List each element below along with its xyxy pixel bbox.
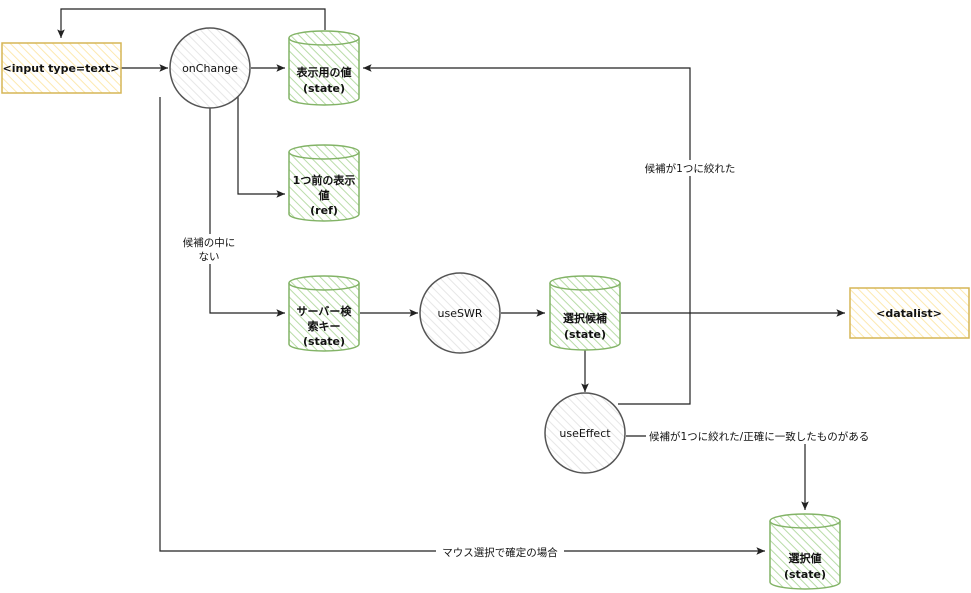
- display-value-node-line1: 表示用の値: [296, 65, 352, 79]
- edge-label-narrowed-or-exact: 候補が1つに絞れた/正確に一致したものがある: [646, 428, 882, 444]
- display-value-node: 表示用の値 (state): [288, 30, 360, 106]
- search-key-node-line1: サーバー検: [297, 304, 353, 318]
- prev-value-node-line2: 値: [318, 188, 330, 202]
- useeffect-node-label: useEffect: [559, 427, 611, 440]
- edge-label-not-in-candidates-line1: 候補の中に: [183, 236, 236, 249]
- input-text-node-label: <input type=text>: [3, 62, 120, 75]
- edge-label-mouse-select-text: マウス選択で確定の場合: [442, 546, 558, 559]
- search-key-node-line3: (state): [303, 335, 345, 348]
- search-key-node: サーバー検 索キー (state): [288, 275, 360, 352]
- candidates-node-line1: 選択候補: [563, 311, 607, 325]
- edge-useeffect-to-selected-value: [626, 435, 809, 510]
- input-text-node: <input type=text>: [1, 42, 122, 94]
- edge-label-narrowed-or-exact-text: 候補が1つに絞れた/正確に一致したものがある: [649, 430, 869, 443]
- edge-onchange-to-input-loop: [57, 8, 326, 38]
- search-key-node-line2: 索キー: [308, 319, 341, 333]
- useswr-node-label: useSWR: [438, 307, 483, 320]
- prev-value-node-line3: (ref): [310, 204, 338, 217]
- display-value-node-line2: (state): [303, 82, 345, 95]
- onchange-node: onChange: [169, 27, 251, 109]
- candidates-node-line2: (state): [564, 328, 606, 341]
- datalist-node: <datalist>: [849, 287, 970, 339]
- edge-onchange-to-prev-value: [237, 97, 285, 198]
- datalist-node-label: <datalist>: [876, 307, 942, 320]
- selected-value-node: 選択値 (state): [769, 513, 841, 590]
- selected-value-node-line1: 選択値: [789, 551, 822, 565]
- useeffect-node: useEffect: [544, 392, 626, 474]
- edge-useeffect-to-display-value: [363, 64, 691, 405]
- prev-value-node-line1: 1つ前の表示: [293, 173, 356, 187]
- candidates-node: 選択候補 (state): [549, 275, 621, 351]
- edge-label-narrowed-to-one-text: 候補が1つに絞れた: [645, 162, 736, 175]
- edge-label-not-in-candidates-line2: ない: [199, 251, 220, 263]
- selected-value-node-line2: (state): [784, 568, 826, 581]
- edge-label-not-in-candidates: 候補の中に ない: [176, 234, 242, 264]
- edge-label-mouse-select: マウス選択で確定の場合: [436, 544, 564, 560]
- edge-label-narrowed-to-one: 候補が1つに絞れた: [640, 160, 740, 176]
- edge-onchange-to-search-key: [209, 107, 285, 317]
- useswr-node: useSWR: [419, 272, 501, 354]
- onchange-node-label: onChange: [182, 62, 238, 75]
- prev-value-node: 1つ前の表示 値 (ref): [288, 144, 360, 222]
